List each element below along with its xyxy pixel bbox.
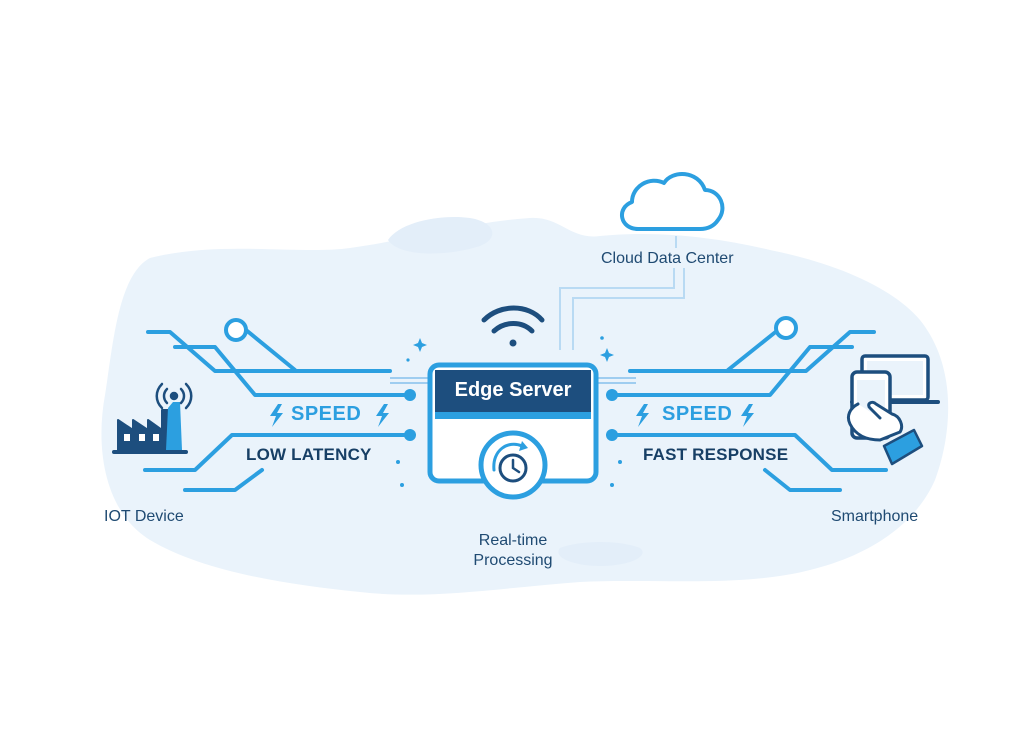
- smartphone-label: Smartphone: [831, 508, 919, 525]
- cloud-icon: [620, 172, 725, 231]
- right-trace-ring: [774, 316, 798, 340]
- real-time-processing-label: Real-time Processing: [452, 531, 574, 571]
- iot-device-label: IOT Device: [104, 508, 184, 525]
- wifi-icon: [481, 305, 545, 347]
- right-trace-node-bottom: [606, 429, 618, 441]
- hand-icon: [846, 400, 924, 466]
- cloud-connector: [559, 236, 685, 350]
- background-blob-bottom: [558, 542, 643, 566]
- sparkle-icon: [396, 336, 622, 487]
- edge-server-box: [427, 362, 599, 484]
- clock-icon: [478, 430, 548, 500]
- background-blob-top: [388, 216, 493, 254]
- processing-label-line1: Real-time: [478, 532, 548, 549]
- left-speed-label: SPEED: [291, 403, 362, 425]
- antenna-icon: [155, 382, 193, 410]
- fast-response-label: FAST RESPONSE: [643, 445, 789, 464]
- left-trace-node-bottom: [404, 429, 416, 441]
- cloud-data-center-label: Cloud Data Center: [601, 250, 734, 267]
- processing-label-line2: Processing: [473, 552, 553, 569]
- low-latency-label: LOW LATENCY: [246, 445, 372, 464]
- left-trace-node-top: [404, 389, 416, 401]
- server-side-connectors: [390, 377, 636, 384]
- left-circuit-traces: [143, 328, 412, 492]
- right-circuit-traces: [610, 328, 888, 492]
- factory-icon: [112, 402, 188, 454]
- left-trace-ring: [224, 318, 248, 342]
- right-speed-label: SPEED: [662, 403, 733, 425]
- lightning-icon: [270, 404, 754, 427]
- edge-server-label: Edge Server: [454, 379, 572, 401]
- right-trace-node-top: [606, 389, 618, 401]
